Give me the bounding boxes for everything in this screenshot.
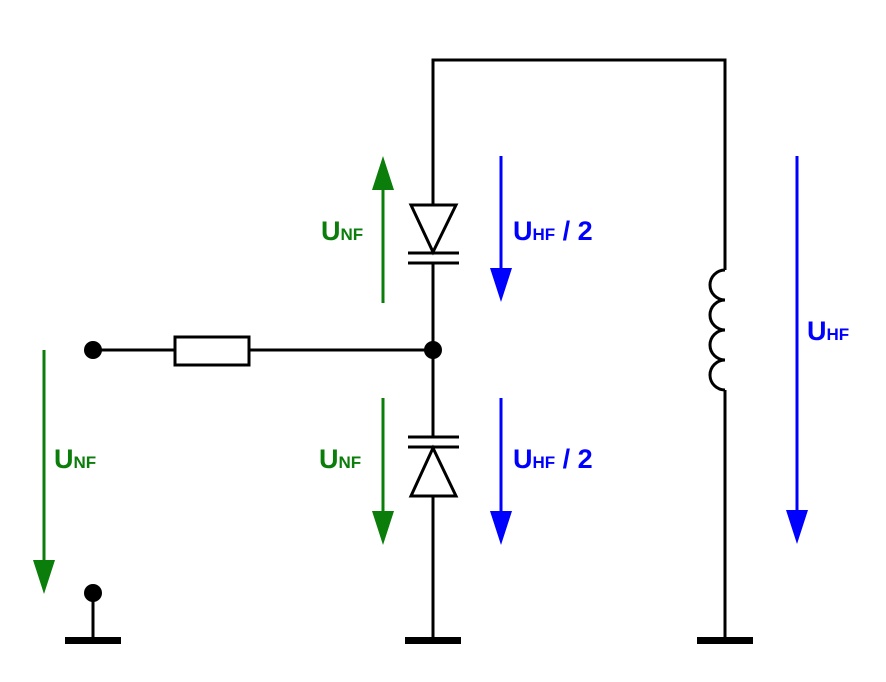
ground-bar-right [697,637,753,644]
u-hf-total-label: UHF [807,316,849,346]
top-wire [431,58,727,270]
lower-diode-triangle [408,444,459,498]
labels: UNF UNF UNF UHF / 2 UHF / 2 UHF [54,216,849,474]
nodes [84,341,442,602]
u-hf-half-upper-label: UHF / 2 [513,216,593,246]
input-terminal-top [84,341,102,359]
u-hf-half-upper-arrow-head [490,268,512,302]
u-nf-upper-label: UNF [321,216,363,246]
ground-symbols [65,637,753,644]
ground-bar-middle [405,637,461,644]
lower-varactor-diode [408,435,459,498]
u-nf-lower-arrow-head [372,511,394,545]
junction-dot [424,341,442,359]
inductor-coil [708,268,726,392]
resistor [173,335,251,367]
nf-arrows [33,156,394,594]
u-nf-input-arrow-head [33,560,55,594]
ground-bar-left [65,637,121,644]
u-hf-half-lower-label: UHF / 2 [513,444,593,474]
u-nf-upper-arrow-head [372,156,394,190]
upper-varactor-diode [408,203,459,265]
upper-diode-triangle [408,203,459,256]
u-nf-input-label: UNF [54,444,96,474]
u-hf-half-lower-arrow-head [490,511,512,545]
input-terminal-bottom [84,584,102,602]
hf-arrows [490,156,808,545]
wires [91,58,727,640]
u-hf-total-arrow-head [786,510,808,544]
u-nf-lower-label: UNF [319,444,361,474]
